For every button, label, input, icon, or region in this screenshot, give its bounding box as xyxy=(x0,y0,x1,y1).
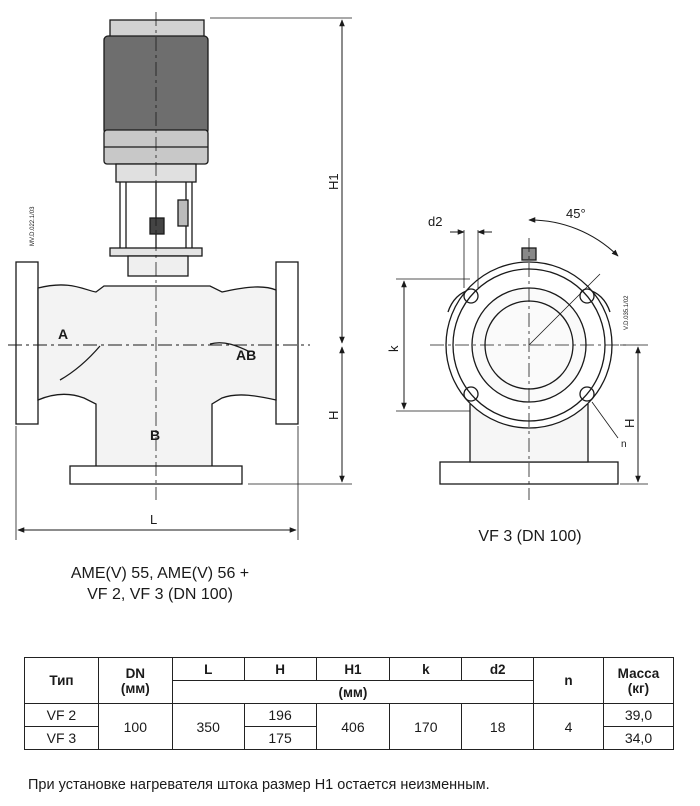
cell-h1: 406 xyxy=(315,703,391,750)
cell-n: 4 xyxy=(533,703,604,750)
dim-l-label: L xyxy=(150,512,157,527)
header-dn: DN (мм) xyxy=(97,657,173,704)
bolt-hole xyxy=(579,288,595,304)
dim-h-left-label: H xyxy=(326,411,341,420)
header-n: n xyxy=(533,657,604,704)
dim-k-label: k xyxy=(386,345,401,352)
header-h: H xyxy=(243,657,317,681)
cell-type: VF 2 xyxy=(24,703,99,727)
header-mass: Масса (кг) xyxy=(602,657,675,704)
cell-mass: 34,0 xyxy=(602,726,675,750)
table-row: VF 3 175 34,0 xyxy=(24,726,675,750)
flange-right xyxy=(275,261,299,425)
header-mm-unit: (мм) xyxy=(171,680,535,704)
dim-h1-label: H1 xyxy=(326,173,341,190)
left-caption-line1: AME(V) 55, AME(V) 56 + xyxy=(70,565,250,582)
header-h1: H1 xyxy=(315,657,391,681)
port-a-label: A xyxy=(58,326,68,342)
bolt-hole xyxy=(579,386,595,402)
cell-h: 196 xyxy=(243,703,317,727)
technical-drawing: A AB B H1 H L MV.D.022.1/03 xyxy=(8,12,648,540)
bolt-hole xyxy=(463,386,479,402)
valve-end-view xyxy=(396,217,648,500)
header-type: Тип xyxy=(24,657,99,704)
angle-label: 45° xyxy=(566,206,586,221)
port-b-label: B xyxy=(150,427,160,443)
cell-l: 350 xyxy=(171,703,245,750)
port-ab-label: AB xyxy=(236,347,256,363)
drawing-code-left: MV.D.022.1/03 xyxy=(30,206,36,246)
cell-mass: 39,0 xyxy=(602,703,675,727)
cell-dn: 100 xyxy=(97,703,173,750)
cell-k: 170 xyxy=(389,703,463,750)
dim-d2-label: d2 xyxy=(428,214,442,229)
header-dn-name: DN xyxy=(125,665,146,681)
header-dn-unit: (мм) xyxy=(120,680,150,696)
cell-h: 175 xyxy=(243,726,317,750)
left-view-caption: AME(V) 55, AME(V) 56 + VF 2, VF 3 (DN 10… xyxy=(40,563,280,605)
table-row: VF 2 100 350 196 406 170 18 4 39,0 xyxy=(24,703,675,750)
valve-side-view xyxy=(8,12,352,540)
dimensions-table: Тип DN (мм) L H H1 k d2 n Масса (кг) (мм… xyxy=(24,657,675,750)
footnote: При установке нагревателя штока размер H… xyxy=(28,777,490,793)
header-mass-unit: (кг) xyxy=(627,680,650,696)
dim-h-right-label: H xyxy=(622,419,637,428)
header-mass-name: Масса xyxy=(617,665,660,681)
cell-d2: 18 xyxy=(461,703,535,750)
header-d2: d2 xyxy=(461,657,535,681)
left-caption-line2: VF 2, VF 3 (DN 100) xyxy=(87,586,233,603)
header-l: L xyxy=(171,657,245,681)
cell-type: VF 3 xyxy=(24,726,99,750)
bolt-hole xyxy=(463,288,479,304)
right-view-caption: VF 3 (DN 100) xyxy=(478,528,582,545)
header-k: k xyxy=(389,657,463,681)
flange-left xyxy=(15,261,39,425)
dim-n-label: n xyxy=(621,439,627,450)
drawing-code-right: V.D.035.1/02 xyxy=(624,295,630,330)
valve-body xyxy=(37,284,277,471)
